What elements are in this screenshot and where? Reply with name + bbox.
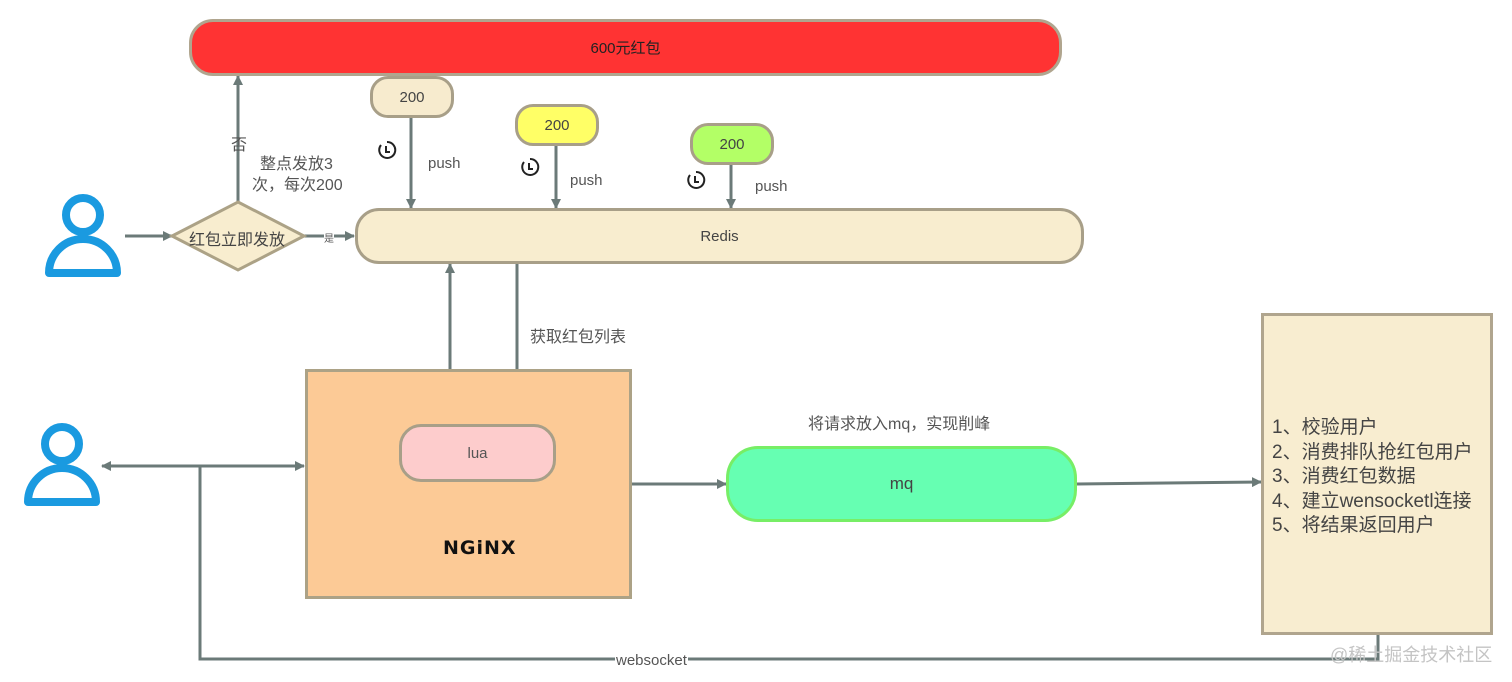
push-label-3: push [755,178,788,195]
consumer-steps-box: 1、校验用户 2、消费排队抢红包用户 3、消费红包数据 4、建立wensocke… [1261,313,1493,635]
consumer-step: 5、将结果返回用户 [1272,515,1435,536]
watermark: @稀土掘金技术社区 [1330,645,1493,665]
push-label-1: push [428,155,461,172]
consumer-steps-list: 1、校验用户 2、消费排队抢红包用户 3、消费红包数据 4、建立wensocke… [1272,416,1473,539]
user-icon [24,423,100,506]
nginx-logo: NGiNX [443,537,517,559]
token-batch-1: 200 [370,76,454,118]
red-packet-pool-label: 600元红包 [590,40,661,57]
decision-yes-label: 是 [324,230,334,245]
websocket-label: websocket [615,652,688,669]
token-batch-1-label: 200 [399,88,425,106]
lua-label: lua [467,444,488,462]
clock-icon [687,170,706,189]
redis-node: Redis [355,208,1084,264]
push-label-2: push [570,172,603,189]
lua-node: lua [399,424,556,482]
user-icon [45,194,121,277]
mq-node: mq [726,446,1077,522]
token-batch-2-label: 200 [544,116,570,134]
consumer-step: 3、消费红包数据 [1272,466,1416,487]
red-packet-pool: 600元红包 [189,19,1062,76]
mq-label: mq [889,474,914,493]
token-batch-2: 200 [515,104,599,146]
edge-mq-to-consumer [1076,477,1262,488]
fetch-list-label: 获取红包列表 [530,329,627,346]
consumer-step: 2、消费排队抢红包用户 [1272,441,1473,463]
redis-label: Redis [700,227,739,245]
clock-icon [378,140,397,159]
nginx-box: NGiNX [305,369,632,599]
consumer-step: 1、校验用户 [1272,417,1378,438]
decision-label: 红包立即发放 [188,232,285,249]
clock-icon [521,157,540,176]
decision-note-line-1: 整点发放3 [260,156,333,173]
token-batch-3-label: 200 [719,135,745,153]
consumer-step: 4、建立wensocketl连接 [1272,490,1472,512]
decision-no-label: 否 [231,137,248,154]
token-batch-3: 200 [690,123,774,165]
decision-note-line-2: 次，每次200 [252,177,343,194]
mq-caption: 将请求放入mq，实现削峰 [808,416,991,433]
